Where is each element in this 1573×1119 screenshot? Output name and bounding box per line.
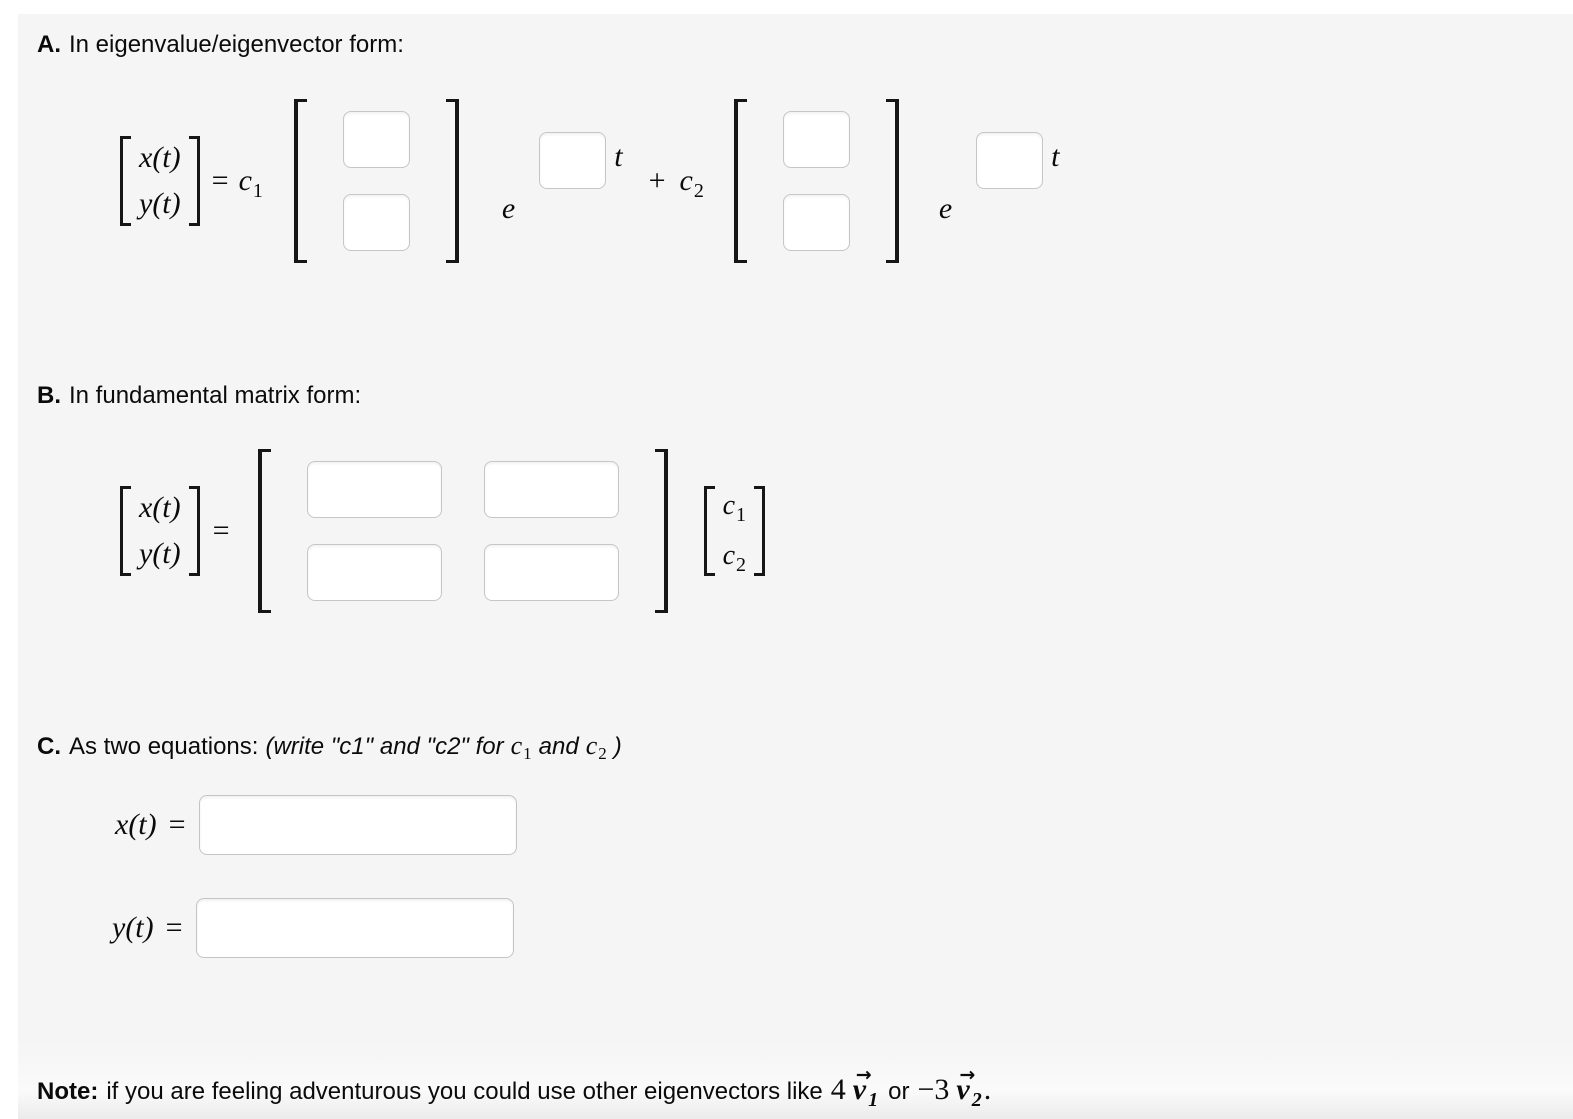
euler-e: e bbox=[501, 192, 516, 225]
x-of-t-label: x(t) bbox=[115, 808, 157, 841]
right-bracket bbox=[445, 99, 459, 263]
eigenvector-2-group bbox=[733, 99, 899, 263]
equation-a: x(t) y(t) = c1 e t + c2 e t bbox=[120, 95, 1059, 267]
eigenvector-2-row1-input[interactable] bbox=[782, 111, 850, 168]
left-bracket bbox=[120, 486, 131, 576]
note-or: or bbox=[888, 1078, 910, 1105]
hint-close: ) bbox=[613, 733, 622, 760]
xy-vector: x(t) y(t) bbox=[120, 136, 200, 226]
equation-b: x(t) y(t) = c1 c2 bbox=[120, 447, 765, 615]
exponent-1-input[interactable] bbox=[539, 131, 607, 189]
x-of-t: x(t) bbox=[139, 141, 181, 174]
note-text: Note: if you are feeling adventurous you… bbox=[37, 1064, 992, 1110]
right-bracket bbox=[188, 136, 200, 226]
right-bracket bbox=[885, 99, 899, 263]
vector-arrow-icon: → bbox=[855, 1064, 872, 1086]
section-b-title: In fundamental matrix form: bbox=[69, 382, 362, 409]
c1-entry: c1 bbox=[722, 490, 746, 526]
hint-c2: c2 bbox=[585, 731, 607, 763]
hint-c1: c1 bbox=[510, 731, 532, 763]
c2-entry: c2 bbox=[722, 540, 746, 576]
xy-vector: x(t) y(t) bbox=[120, 486, 200, 576]
hint-open: (write "c1" and "c2" for bbox=[265, 733, 504, 760]
matrix-11-input[interactable] bbox=[306, 461, 442, 518]
equals-sign: = bbox=[212, 514, 230, 547]
equals-sign: = bbox=[165, 911, 183, 944]
coefficient-c1: c1 bbox=[238, 164, 263, 202]
y-equation-input[interactable] bbox=[195, 898, 514, 958]
y-of-t-label: y(t) bbox=[112, 911, 154, 944]
hint-and: and bbox=[538, 733, 579, 760]
section-a-heading: A. In eigenvalue/eigenvector form: bbox=[37, 30, 404, 60]
exponent-t: t bbox=[614, 140, 623, 173]
left-bracket bbox=[703, 486, 715, 576]
matrix-22-input[interactable] bbox=[483, 544, 619, 601]
c1-c2-vector: c1 c2 bbox=[703, 486, 765, 576]
equals-sign: = bbox=[211, 164, 229, 197]
matrix-12-input[interactable] bbox=[483, 461, 619, 518]
euler-e: e bbox=[938, 192, 953, 225]
section-a-label: A. bbox=[37, 31, 61, 58]
left-bracket bbox=[120, 136, 131, 226]
note-body: if you are feeling adventurous you could… bbox=[106, 1078, 823, 1105]
left-bracket bbox=[293, 99, 307, 263]
plus-sign: + bbox=[648, 164, 666, 197]
section-a-title: In eigenvalue/eigenvector form: bbox=[69, 31, 404, 58]
y-equation-row: y(t) = bbox=[112, 898, 514, 958]
eigenvector-1-group bbox=[293, 99, 459, 263]
coefficient-c2: c2 bbox=[679, 164, 704, 202]
eigenvector-2-row2-input[interactable] bbox=[782, 194, 850, 251]
x-equation-row: x(t) = bbox=[115, 795, 517, 855]
vector-arrow-icon: → bbox=[959, 1064, 976, 1086]
exponent-2-input[interactable] bbox=[976, 131, 1044, 189]
section-c-heading: C. As two equations:(write "c1" and "c2" … bbox=[37, 731, 622, 762]
section-b-heading: B. In fundamental matrix form: bbox=[37, 381, 361, 411]
eigenvector-1-row1-input[interactable] bbox=[342, 111, 410, 168]
x-of-t: x(t) bbox=[139, 491, 181, 524]
exponent-t: t bbox=[1051, 140, 1060, 173]
note-period: . bbox=[983, 1073, 992, 1106]
left-bracket bbox=[733, 99, 747, 263]
eigenvector-1-row2-input[interactable] bbox=[342, 194, 410, 251]
y-of-t: y(t) bbox=[139, 537, 181, 570]
note-label: Note: bbox=[37, 1078, 99, 1105]
right-bracket bbox=[654, 449, 668, 613]
section-c-title: As two equations: bbox=[69, 733, 259, 760]
fundamental-matrix-group bbox=[257, 449, 668, 613]
x-equation-input[interactable] bbox=[198, 795, 517, 855]
left-bracket bbox=[257, 449, 271, 613]
right-bracket bbox=[754, 486, 765, 576]
right-bracket bbox=[188, 486, 200, 576]
section-b-label: B. bbox=[37, 382, 61, 409]
equals-sign: = bbox=[168, 808, 186, 841]
section-c-label: C. bbox=[37, 733, 61, 760]
matrix-21-input[interactable] bbox=[306, 544, 442, 601]
y-of-t: y(t) bbox=[139, 187, 181, 220]
v2-coefficient: −3 bbox=[917, 1073, 950, 1106]
v1-coefficient: 4 bbox=[830, 1073, 846, 1106]
